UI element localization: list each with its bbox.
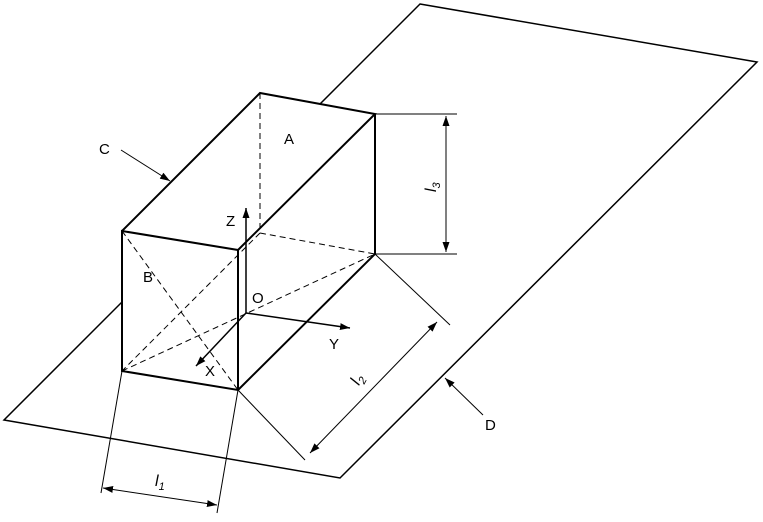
label-face-b: B	[143, 269, 153, 286]
label-face-a: A	[284, 131, 294, 148]
label-d: D	[485, 417, 496, 434]
label-origin: O	[252, 290, 264, 307]
dimension-label-l2: l2	[348, 371, 370, 389]
label-axis-y: Y	[329, 336, 339, 353]
label-axis-z: Z	[226, 213, 235, 230]
leader-arrow-c	[120, 149, 171, 182]
extension-lines	[100, 113, 457, 514]
dimension-line-l1	[102, 486, 218, 507]
dimension-line-l2	[309, 321, 438, 454]
axis-y	[245, 312, 351, 331]
reference-plane	[2, 3, 759, 479]
dimension-label-l3: l3	[423, 181, 443, 192]
leader-arrow-d	[444, 377, 484, 416]
dimension-label-l1: l1	[155, 473, 165, 493]
label-axis-x: X	[205, 363, 215, 380]
label-c: C	[99, 141, 110, 158]
axis-x	[195, 312, 247, 367]
